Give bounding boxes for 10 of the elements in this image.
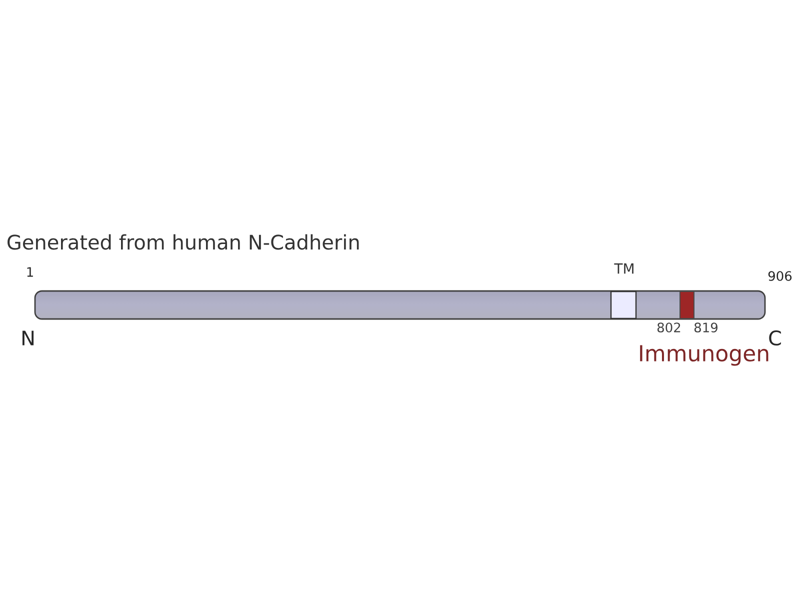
terminus-label: C: [769, 330, 781, 346]
tm-label: TM: [614, 263, 634, 274]
position-number: 1: [27, 267, 33, 277]
terminus-label: N: [22, 330, 34, 346]
position-number: 819: [694, 322, 718, 332]
region-label: Immunogen: [640, 345, 768, 366]
protein-bar: [34, 290, 766, 320]
position-number: 906: [768, 271, 792, 281]
title: Generated from human N-Cadherin: [8, 234, 359, 250]
position-number: 802: [657, 322, 680, 332]
